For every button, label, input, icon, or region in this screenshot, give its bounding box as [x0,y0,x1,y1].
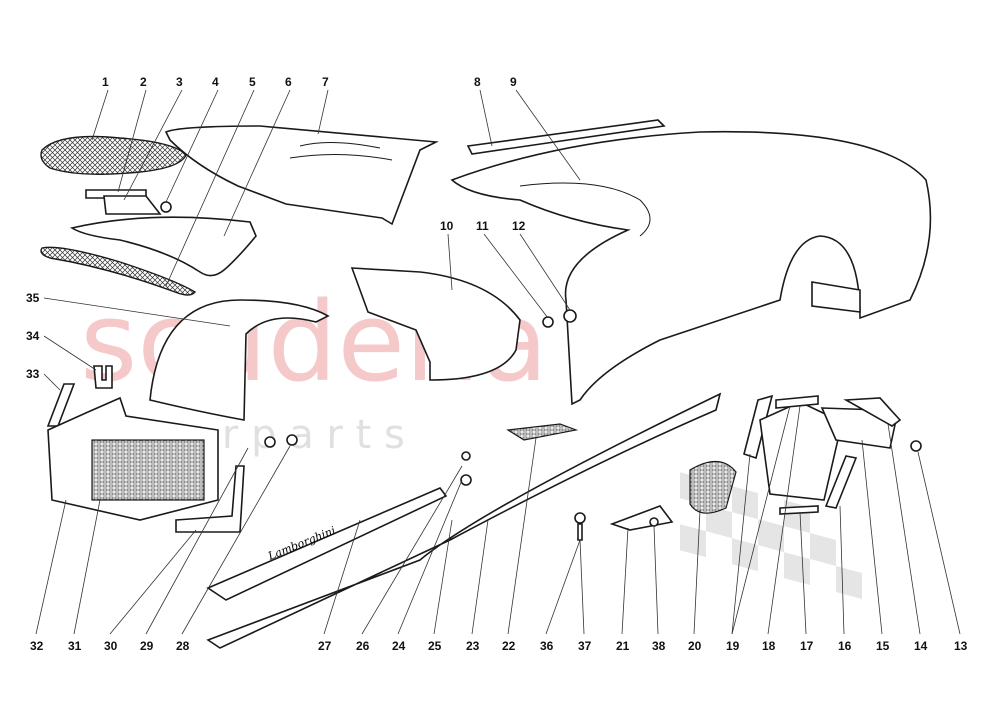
part-3-bracket-plate [103,195,162,215]
part-7-upper-panel [164,125,439,226]
part-16-strip [824,455,858,509]
leader-lines [35,89,961,635]
callout-16: 16 [838,639,852,653]
callout-11: 11 [476,219,489,233]
callout-17: 17 [800,639,814,653]
part-22-vent-grille [506,423,579,441]
part-4-screw [160,201,172,213]
callout-13: 13 [954,639,968,653]
callout-33: 33 [26,367,40,381]
callout-2: 2 [140,75,147,89]
part-20-intake-grille [689,460,737,514]
callout-1: 1 [102,75,109,89]
callout-38: 38 [652,639,666,653]
part-19-panel [743,394,774,460]
part-10-inner-liner [350,267,521,381]
callout-5: 5 [249,75,256,89]
callout-34: 34 [26,329,40,343]
callout-23: 23 [466,639,480,653]
part-6-air-duct [69,216,257,277]
callout-8: 8 [474,75,481,89]
callout-28: 28 [176,639,190,653]
callout-24: 24 [392,639,406,653]
callout-22: 22 [502,639,516,653]
callout-6: 6 [285,75,292,89]
part-30-seal-strip [175,465,245,533]
callout-19: 19 [726,639,740,653]
part-13-clip [910,440,922,452]
callout-20: 20 [688,639,702,653]
callout-7: 7 [322,75,329,89]
part-35-wheel-arch-liner [149,299,330,421]
callout-27: 27 [318,639,332,653]
callout-25: 25 [428,639,442,653]
part-37-screw [577,523,583,541]
callout-31: 31 [68,639,82,653]
part-17-strip [779,505,819,515]
callout-21: 21 [616,639,630,653]
callout-12: 12 [512,219,526,233]
part-11-screw [542,316,554,328]
part-9-inner-panel [811,281,861,313]
part-25-nut [460,474,472,486]
part-12-washer [563,309,577,323]
callout-4: 4 [212,75,219,89]
part-18-strip [775,395,819,409]
part-36-screw-head [574,512,586,524]
callout-9: 9 [510,75,517,89]
callout-15: 15 [876,639,890,653]
callout-37: 37 [578,639,592,653]
part-31-louver-grille [91,439,205,501]
callout-30: 30 [104,639,118,653]
callout-10: 10 [440,219,454,233]
callout-14: 14 [914,639,928,653]
part-5-lower-mesh-grille [40,246,197,296]
callout-29: 29 [140,639,154,653]
part-29-grommet [264,436,276,448]
part-38-clip [649,517,659,527]
part-34-hook [93,365,113,389]
part-28-screw [286,434,298,446]
callout-32: 32 [30,639,44,653]
callout-18: 18 [762,639,776,653]
callout-36: 36 [540,639,554,653]
part-8-trim-strip [466,119,666,155]
part-26-screw [461,451,471,461]
part-1-upper-mesh-grille [40,135,187,175]
part-14-trim [843,397,902,427]
callout-3: 3 [176,75,183,89]
callout-35: 35 [26,291,40,305]
callout-numbers: 1 2 3 4 5 6 7 8 9 10 11 12 13 14 15 16 1… [26,75,968,653]
part-9-rear-fender [450,130,932,406]
part-23-side-sill [206,392,722,649]
part-21-bracket [609,505,674,531]
callout-26: 26 [356,639,370,653]
part-27-sill-trim [206,487,448,601]
